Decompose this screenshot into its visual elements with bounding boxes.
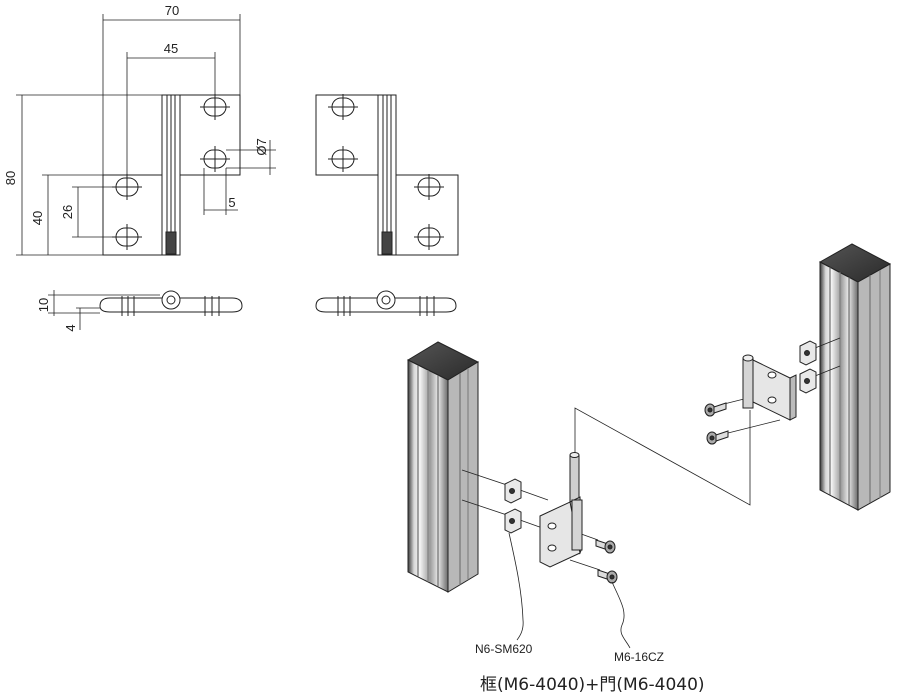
side-view-mirrored (315, 290, 457, 316)
slot-hole (414, 224, 444, 250)
frame-profile-left (406, 341, 480, 593)
dim-height-total: 80 (3, 171, 18, 185)
slot-hole (328, 146, 358, 172)
dim-hole-pitch: 26 (60, 205, 75, 219)
leader-lines (508, 532, 631, 649)
screw (706, 430, 729, 445)
dim-hole-diameter: Ø7 (254, 138, 269, 155)
screw (704, 402, 727, 417)
assembly-caption: 框(M6-4040)+門(M6-4040) (480, 675, 705, 695)
dim-thickness: 10 (36, 298, 51, 312)
slot-hole (200, 94, 230, 120)
dim-hole-width: 5 (228, 195, 235, 210)
slide-nut (799, 368, 817, 394)
front-view-mirrored (315, 94, 459, 256)
dim-plate: 4 (63, 324, 78, 331)
slot-hole (328, 94, 358, 120)
slot-hole (200, 146, 230, 172)
front-view-left (102, 94, 241, 256)
slide-nut (504, 478, 522, 504)
slide-nut (504, 508, 522, 534)
slot-hole (112, 224, 142, 250)
dimension-lines (16, 14, 276, 330)
slot-hole (414, 174, 444, 200)
door-profile-right (818, 243, 892, 511)
assembly-lines (461, 337, 841, 571)
screw (597, 569, 618, 584)
dim-height-leaf: 40 (30, 211, 45, 225)
dim-width-total: 70 (165, 3, 179, 18)
dimension-labels: 70 45 80 40 26 Ø7 5 10 4 (3, 3, 269, 332)
dim-width-hole: 45 (164, 41, 178, 56)
label-slide-nut: N6-SM620 (475, 642, 533, 656)
label-screw: M6-16CZ (614, 650, 664, 664)
side-view-left (99, 290, 243, 316)
screw (595, 539, 616, 554)
hinge-left-assembly (539, 452, 583, 568)
hinge-right-assembly (742, 354, 797, 421)
slide-nut (799, 340, 817, 366)
